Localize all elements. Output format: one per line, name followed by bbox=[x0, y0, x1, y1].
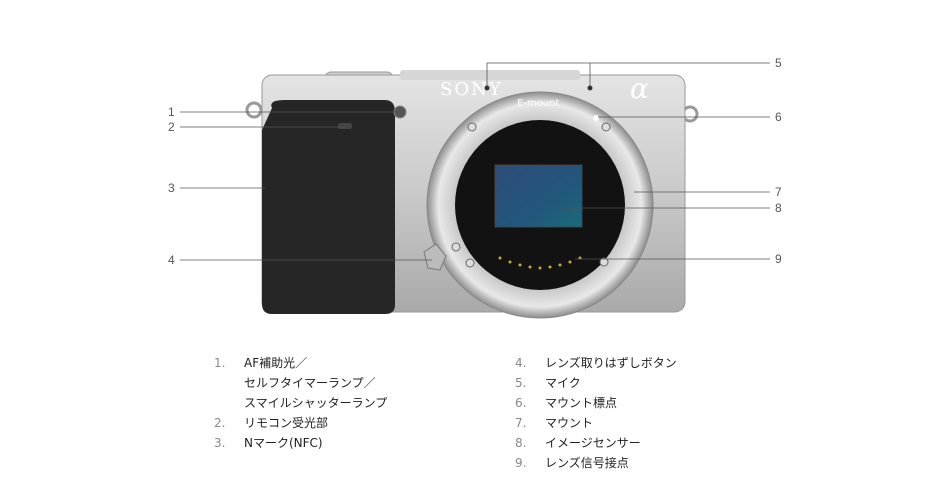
callout-6: 6 bbox=[775, 110, 782, 124]
legend-item-2: 2. リモコン受光部 bbox=[200, 413, 387, 433]
legend-text: イメージセンサー bbox=[545, 436, 641, 450]
legend-text: レンズ信号接点 bbox=[545, 456, 629, 470]
callout-3: 3 bbox=[168, 181, 175, 195]
legend-item-8: 8. イメージセンサー bbox=[501, 433, 677, 453]
legend-text: マイク bbox=[545, 376, 581, 390]
legend-number: 2. bbox=[214, 416, 226, 430]
alpha-logo: α bbox=[630, 72, 649, 105]
grip bbox=[262, 100, 395, 314]
remote-sensor-icon bbox=[338, 123, 352, 129]
callout-8: 8 bbox=[775, 201, 782, 215]
e-mount-label: E-mount bbox=[517, 98, 559, 109]
callout-5: 5 bbox=[775, 56, 782, 70]
sony-logo: SONY bbox=[440, 79, 503, 100]
mount-index-icon bbox=[593, 115, 599, 121]
legend-number: 6. bbox=[515, 396, 527, 410]
legend-number: 8. bbox=[515, 436, 527, 450]
strap-lug-left bbox=[245, 101, 263, 119]
callout-7: 7 bbox=[775, 185, 782, 199]
camera-front-illustration: SONY α E-mount 1 2 3 4 5 6 7 8 9 bbox=[168, 56, 782, 319]
legend-number: 3. bbox=[214, 436, 226, 450]
mic-left-icon bbox=[484, 85, 490, 91]
legend-left: 1. AF補助光／ セルフタイマーランプ／ スマイルシャッターランプ 2. リモコン… bbox=[200, 353, 387, 453]
legend-text: AF補助光／ bbox=[244, 356, 308, 370]
legend-item-5: 5. マイク bbox=[501, 373, 677, 393]
legend-number: 7. bbox=[515, 416, 527, 430]
callout-9: 9 bbox=[775, 252, 782, 266]
mount-screws bbox=[451, 122, 611, 268]
lens-contacts bbox=[498, 256, 582, 270]
legend-text: セルフタイマーランプ／ bbox=[244, 376, 376, 390]
legend-item-1-line3: スマイルシャッターランプ bbox=[200, 393, 387, 413]
legend-text: レンズ取りはずしボタン bbox=[545, 356, 677, 370]
callout-2: 2 bbox=[168, 120, 175, 134]
legend-item-4: 4. レンズ取りはずしボタン bbox=[501, 353, 677, 373]
callout-1: 1 bbox=[168, 105, 175, 119]
callout-numbers: 1 2 3 4 5 6 7 8 9 bbox=[168, 56, 782, 267]
legend-text: リモコン受光部 bbox=[244, 416, 329, 430]
legend-right: 4. レンズ取りはずしボタン 5. マイク 6. マウント標点 7. マウント 8. イメ… bbox=[501, 353, 677, 473]
lens-release-button bbox=[423, 243, 447, 271]
legend-text: Nマーク(NFC) bbox=[244, 436, 323, 450]
legend-text: マウント bbox=[545, 416, 594, 430]
legend-item-3: 3. Nマーク(NFC) bbox=[200, 433, 387, 453]
callout-lines bbox=[180, 62, 770, 261]
mic-right-icon bbox=[587, 85, 593, 91]
callout-4: 4 bbox=[168, 253, 175, 267]
legend-item-1: 1. AF補助光／ bbox=[200, 353, 387, 373]
image-sensor bbox=[494, 164, 583, 228]
legend-item-1-line2: セルフタイマーランプ／ bbox=[200, 373, 387, 393]
legend-item-7: 7. マウント bbox=[501, 413, 677, 433]
legend-item-9: 9. レンズ信号接点 bbox=[501, 453, 677, 473]
legend-number: 9. bbox=[515, 456, 527, 470]
top-plate bbox=[400, 70, 580, 80]
legend-text: スマイルシャッターランプ bbox=[244, 396, 388, 410]
legend-number: 5. bbox=[515, 376, 527, 390]
legend-text: マウント標点 bbox=[545, 396, 618, 410]
legend-number: 4. bbox=[515, 356, 527, 370]
legend-number: 1. bbox=[214, 356, 226, 370]
legend-item-6: 6. マウント標点 bbox=[501, 393, 677, 413]
